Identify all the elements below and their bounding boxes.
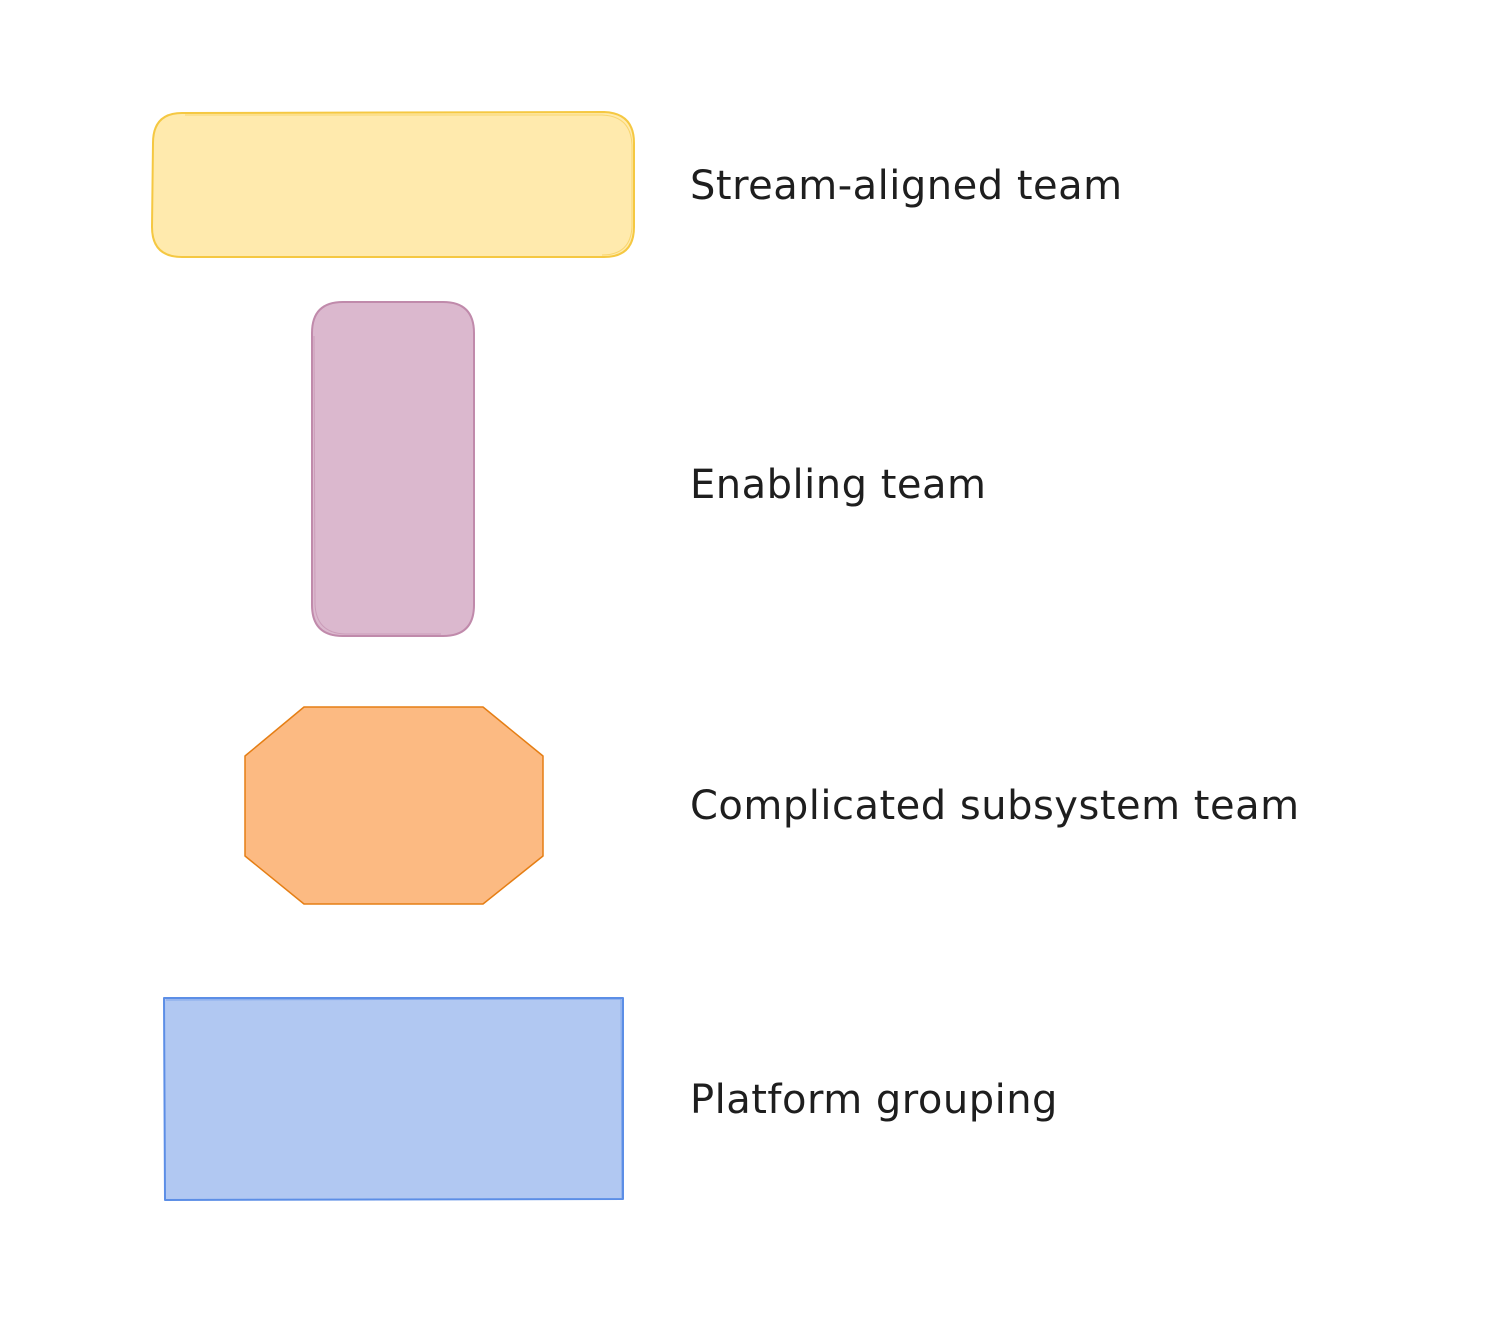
platform-grouping-label: Platform grouping bbox=[690, 1077, 1058, 1123]
stream-aligned-team-sketch-line bbox=[185, 114, 633, 256]
enabling-team-label: Enabling team bbox=[690, 462, 987, 508]
platform-grouping-sketch-line bbox=[165, 998, 623, 1199]
stream-aligned-team-shape bbox=[151, 111, 635, 258]
platform-grouping-shape bbox=[163, 997, 624, 1201]
enabling-team-shape bbox=[311, 301, 475, 637]
complicated-subsystem-team-label: Complicated subsystem team bbox=[690, 783, 1300, 829]
complicated-subsystem-team-shape bbox=[244, 706, 544, 905]
enabling-team-sketch-line bbox=[313, 335, 441, 635]
stream-aligned-team-label: Stream-aligned team bbox=[690, 163, 1123, 209]
